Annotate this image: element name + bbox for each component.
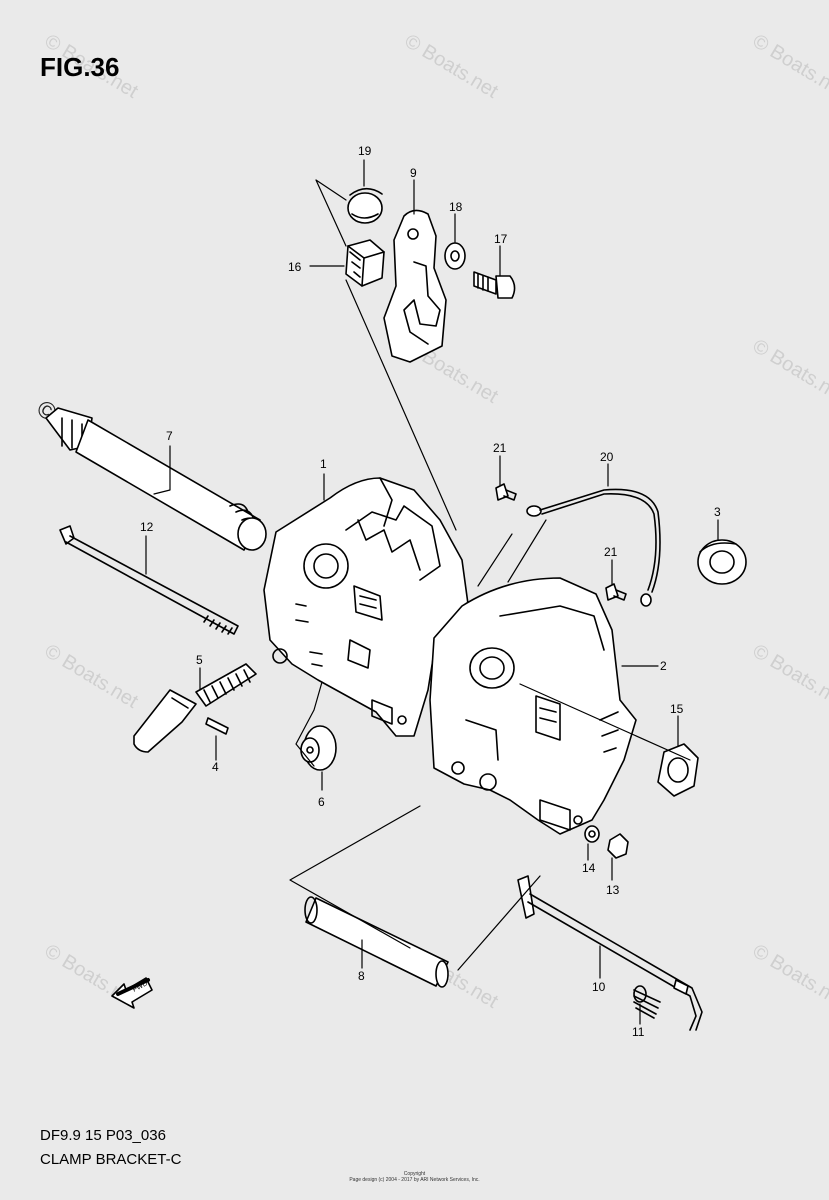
part-14-washer <box>584 825 600 843</box>
callout-4: 4 <box>212 760 219 774</box>
callout-10: 10 <box>592 980 606 994</box>
callout-labels: 19 9 18 17 16 7 1 12 5 4 6 21 20 3 21 2 … <box>140 144 721 1039</box>
part-5-lever <box>133 663 257 753</box>
callout-14: 14 <box>582 861 596 875</box>
fwd-arrow: FWD <box>111 977 153 1009</box>
callout-6: 6 <box>318 795 325 809</box>
part-3-bushing <box>697 539 747 585</box>
diagram-name: CLAMP BRACKET-C <box>40 1151 182 1168</box>
callout-12: 12 <box>140 520 154 534</box>
callout-7: 7 <box>166 429 173 443</box>
part-17-bolt <box>473 271 516 299</box>
figure-title: FIG.36 <box>40 52 120 82</box>
callout-13: 13 <box>606 883 620 897</box>
part-21-screw-upper <box>495 483 517 501</box>
callout-15: 15 <box>670 702 684 716</box>
callout-17: 17 <box>494 232 508 246</box>
part-4-pin <box>205 717 229 735</box>
part-16-pad <box>345 239 385 287</box>
part-13-nut <box>607 833 629 859</box>
callout-11: 11 <box>632 1025 645 1039</box>
callout-16: 16 <box>288 260 302 274</box>
part-7-tilt-tube <box>45 407 267 551</box>
callout-2: 2 <box>660 659 667 673</box>
part-11-spring <box>633 985 661 1019</box>
part-1-clamp-bracket-left <box>263 477 469 737</box>
diagram-code: DF9.9 15 P03_036 <box>40 1127 166 1144</box>
callout-21-upper: 21 <box>493 441 507 455</box>
part-20-wire-lead <box>526 488 661 607</box>
callout-1: 1 <box>320 457 327 471</box>
part-19-cap <box>347 187 383 224</box>
part-21-screw-lower <box>605 583 627 601</box>
leader-lines <box>145 159 719 1025</box>
callout-20: 20 <box>600 450 614 464</box>
part-6-plug <box>300 725 337 771</box>
part-10-rod <box>517 875 703 1031</box>
callout-19: 19 <box>358 144 372 158</box>
callout-3: 3 <box>714 505 721 519</box>
callout-8: 8 <box>358 969 365 983</box>
callout-9: 9 <box>410 166 417 180</box>
copyright-line-1: Copyright <box>403 1171 426 1177</box>
part-2-clamp-bracket-right <box>429 577 637 835</box>
part-12-long-bolt <box>59 525 239 635</box>
copyright-notice: Copyright Page design (c) 2004 - 2017 by… <box>0 1171 829 1183</box>
part-18-washer <box>444 242 466 270</box>
callout-18: 18 <box>449 200 463 214</box>
part-9-lock-plate <box>383 209 447 363</box>
part-8-shaft <box>304 896 449 988</box>
callout-21-lower: 21 <box>604 545 618 559</box>
part-15-nut <box>657 743 699 797</box>
copyright-line-2: Page design (c) 2004 - 2017 by ARI Netwo… <box>349 1177 480 1183</box>
callout-5: 5 <box>196 653 203 667</box>
